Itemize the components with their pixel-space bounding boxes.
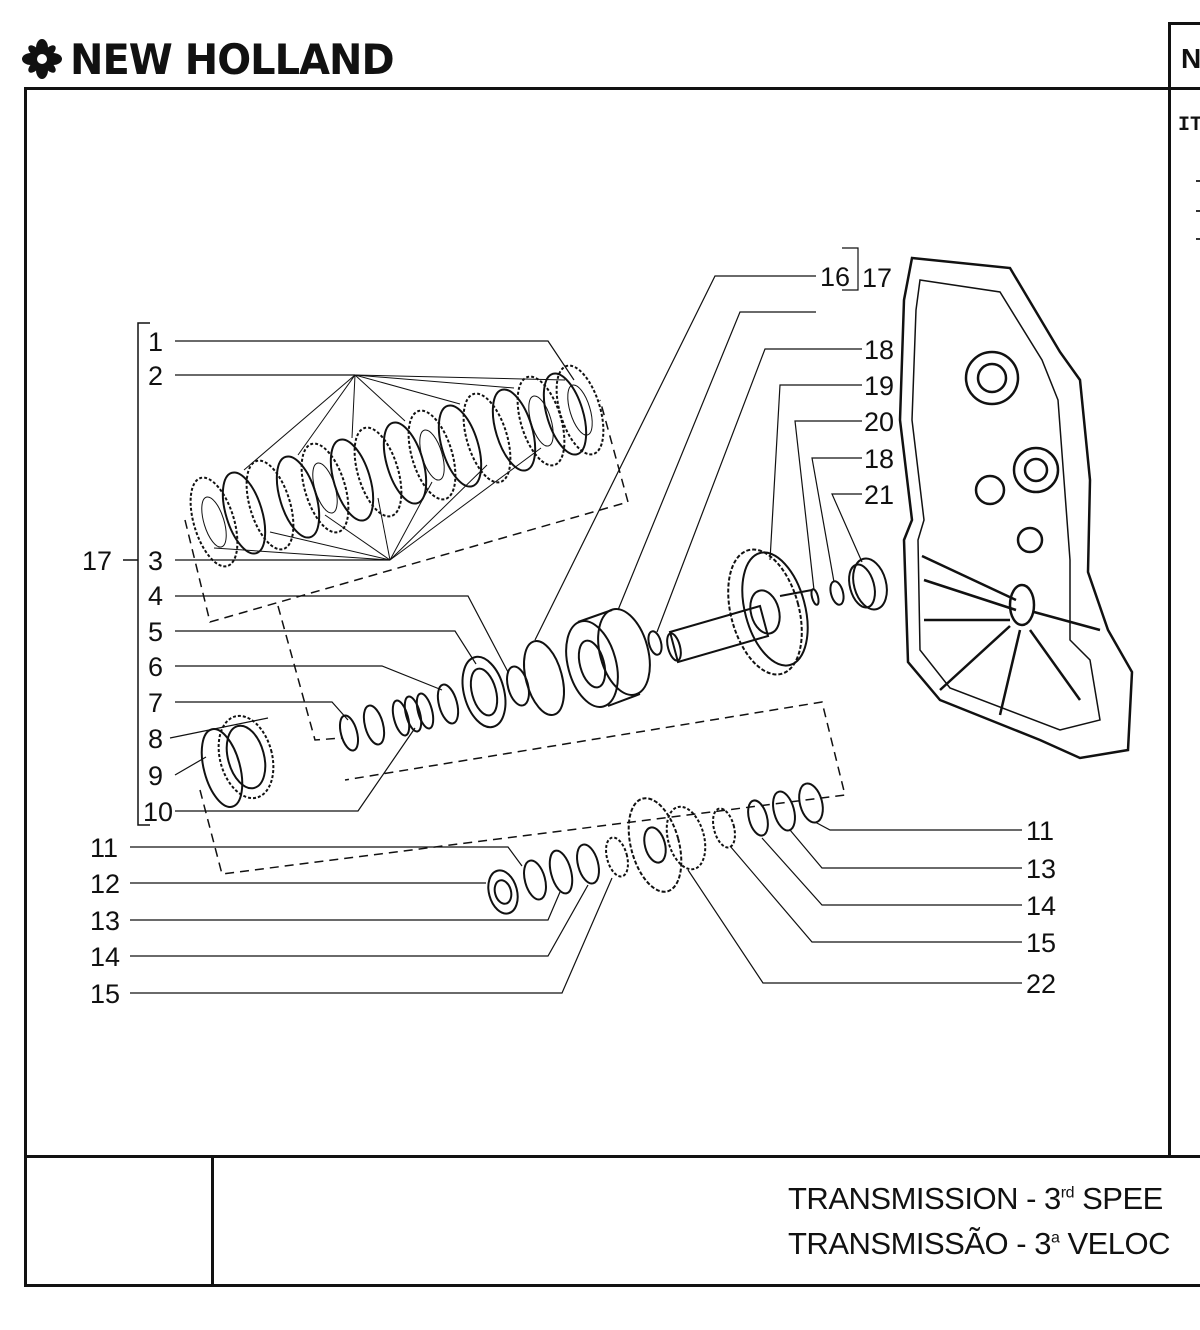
callout-10: 10 [143,797,173,827]
callout-19: 19 [864,371,894,401]
side-column-divider [1168,88,1171,1158]
callout-7: 7 [148,688,163,718]
callout-11-right: 11 [1026,816,1054,846]
title-block-rule [24,1155,1200,1158]
callout-17-top: 17 [862,263,892,293]
callout-labels: 1 2 3 4 5 6 7 8 9 10 11 12 13 14 15 17 1… [82,262,1056,1009]
side-column-label: IT [1178,114,1200,137]
side-header-box: N [1168,22,1200,88]
callout-1: 1 [148,327,163,357]
callout-9: 9 [148,761,163,791]
callout-21: 21 [864,480,894,510]
title-english: TRANSMISSION - 3rd SPEE [788,1181,1163,1216]
fan-leaders-3 [213,447,542,561]
leader-lines [130,247,1022,994]
transmission-housing [898,256,1134,760]
side-tick [1196,210,1200,212]
callout-6: 6 [148,652,163,682]
callout-5: 5 [148,617,163,647]
callout-2: 2 [148,361,163,391]
callout-14-right: 14 [1026,891,1056,921]
callout-13-right: 13 [1026,854,1056,884]
side-tick [1196,238,1200,240]
side-header-letter: N [1181,43,1200,74]
callout-12: 12 [90,869,120,899]
drawing-frame [24,87,1200,1287]
fan-leaders-2 [243,374,566,471]
lower-gear-assembly [487,782,824,915]
brand-logo: NEW HOLLAND [22,34,411,84]
callout-17-group: 17 [82,546,112,576]
callout-18-b: 18 [864,444,894,474]
callout-11-left: 11 [90,833,118,863]
title-portuguese: TRANSMISSÃO - 3a VELOC [788,1226,1171,1261]
callout-18-a: 18 [864,335,894,365]
leaf-emblem-icon [22,39,62,79]
title-block-divider [211,1155,214,1287]
callout-20: 20 [864,407,894,437]
gear-shaft [666,548,820,676]
side-tick [1196,180,1200,182]
callout-16: 16 [820,262,850,292]
callout-22: 22 [1026,969,1056,999]
callout-14-left: 14 [90,942,120,972]
brand-wordmark: NEW HOLLAND [70,34,395,84]
callout-13-left: 13 [90,906,120,936]
callout-15-left: 15 [90,979,120,1009]
callout-15-right: 15 [1026,928,1056,958]
clutch-drum [565,608,651,708]
callout-8: 8 [148,724,163,754]
callout-3: 3 [148,546,163,576]
clutch-disc-stack [189,364,605,568]
callout-4: 4 [148,581,163,611]
